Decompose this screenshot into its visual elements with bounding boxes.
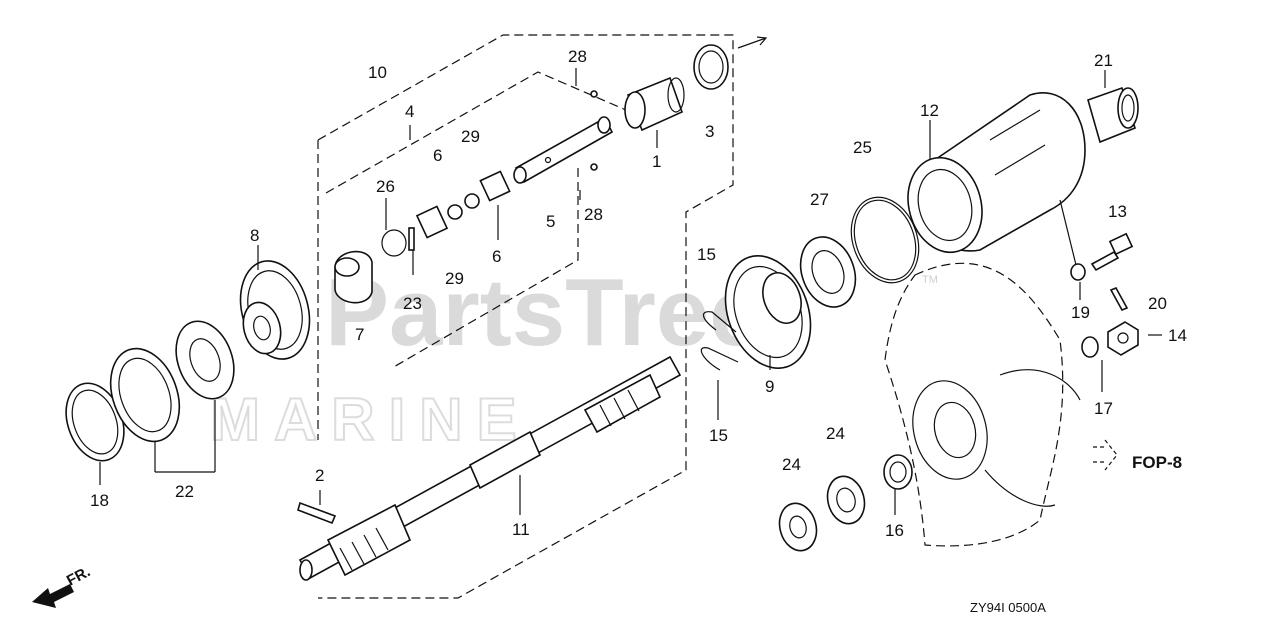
part-label-6-left: 6 — [433, 146, 442, 165]
shifter-top — [334, 257, 360, 277]
part-label-3: 3 — [705, 122, 714, 141]
watermark-trademark: TM — [922, 274, 938, 286]
circlip-part-15-upper — [702, 311, 737, 333]
ball-bearing-part-27 — [799, 236, 857, 308]
washer-part-19 — [1070, 263, 1086, 281]
part-label-20: 20 — [1148, 294, 1167, 313]
shift-rod-part-5 — [513, 116, 614, 184]
spring-part-6-left — [415, 205, 449, 239]
pin-part-2 — [297, 501, 337, 525]
assembly-4-boundary — [325, 71, 627, 369]
part-label-27: 27 — [810, 190, 829, 209]
part-label-16: 16 — [885, 521, 904, 540]
part-label-6-right: 6 — [492, 247, 501, 266]
part-label-25: 25 — [853, 138, 872, 157]
part-label-1: 1 — [652, 152, 661, 171]
part-label-12: 12 — [920, 101, 939, 120]
bearing-outer-race-part-22 — [109, 347, 181, 443]
ball-part-29-lower — [447, 204, 463, 220]
direction-arrow-top — [737, 36, 768, 49]
part-label-29-top: 29 — [461, 127, 480, 146]
oil-seal-part-24-outer — [778, 502, 818, 552]
bearing-housing-part-12 — [907, 92, 1086, 254]
part-label-24-top: 24 — [826, 424, 845, 443]
part-label-5: 5 — [546, 212, 555, 231]
spacer-part-16 — [883, 454, 913, 490]
part-label-21: 21 — [1094, 51, 1113, 70]
cotter-pin-part-20 — [1109, 286, 1129, 312]
pin-part-28-top — [590, 90, 598, 98]
dog-clutch-part-1 — [624, 76, 685, 132]
propeller-hub — [912, 369, 1081, 507]
diagram-code: ZY94I 0500A — [970, 600, 1046, 615]
part-label-13: 13 — [1108, 202, 1127, 221]
spring-part-6-right — [479, 170, 511, 202]
assembly-10-boundary — [317, 34, 734, 599]
watermark-text: PartsTree — [325, 259, 763, 366]
part-label-18: 18 — [90, 491, 109, 510]
part-label-10: 10 — [368, 63, 387, 82]
part-label-15-top: 15 — [697, 245, 716, 264]
o-ring-part-25 — [850, 196, 920, 284]
reference-arrow — [1093, 439, 1118, 471]
part-label-2: 2 — [315, 466, 324, 485]
part-label-26: 26 — [376, 177, 395, 196]
bevel-gear-part-9 — [724, 255, 812, 369]
needle-bearing-part-21 — [1087, 86, 1139, 144]
oil-seal-part-24-inner — [826, 475, 866, 525]
propeller-shaft — [298, 355, 682, 581]
propeller-outline — [884, 262, 1064, 547]
part-label-17: 17 — [1094, 399, 1113, 418]
bearing-inner-part-22 — [175, 320, 235, 400]
part-label-19: 19 — [1071, 303, 1090, 322]
part-label-22: 22 — [175, 482, 194, 501]
part-label-9: 9 — [765, 377, 774, 396]
front-direction-icon — [32, 584, 74, 608]
part-label-11: 11 — [512, 520, 530, 539]
nut-part-14 — [1107, 321, 1139, 356]
part-label-28-bottom: 28 — [584, 205, 603, 224]
bevel-gear-part-8 — [239, 260, 311, 360]
leader-lines — [99, 68, 1162, 515]
ball-part-29-upper — [464, 193, 480, 209]
reference-label: FOP-8 — [1132, 453, 1182, 472]
part-label-15-bottom: 15 — [709, 426, 728, 445]
part-label-7: 7 — [355, 325, 364, 344]
part-label-28-top: 28 — [568, 47, 587, 66]
part-label-23: 23 — [403, 294, 422, 313]
part-label-8: 8 — [250, 226, 259, 245]
washer-part-17 — [1081, 336, 1099, 358]
part-label-4: 4 — [405, 102, 414, 121]
pin-part-28-bottom — [590, 163, 598, 171]
snap-ring-part-26 — [381, 229, 407, 257]
part-label-14: 14 — [1168, 326, 1187, 345]
pin-part-23 — [408, 227, 415, 251]
circlip-part-15-lower — [700, 347, 739, 371]
part-label-24-left: 24 — [782, 455, 801, 474]
bolt-part-13 — [1090, 232, 1134, 272]
part-label-29-bottom: 29 — [445, 269, 464, 288]
watermark-sub-text: MARINE — [210, 386, 531, 453]
